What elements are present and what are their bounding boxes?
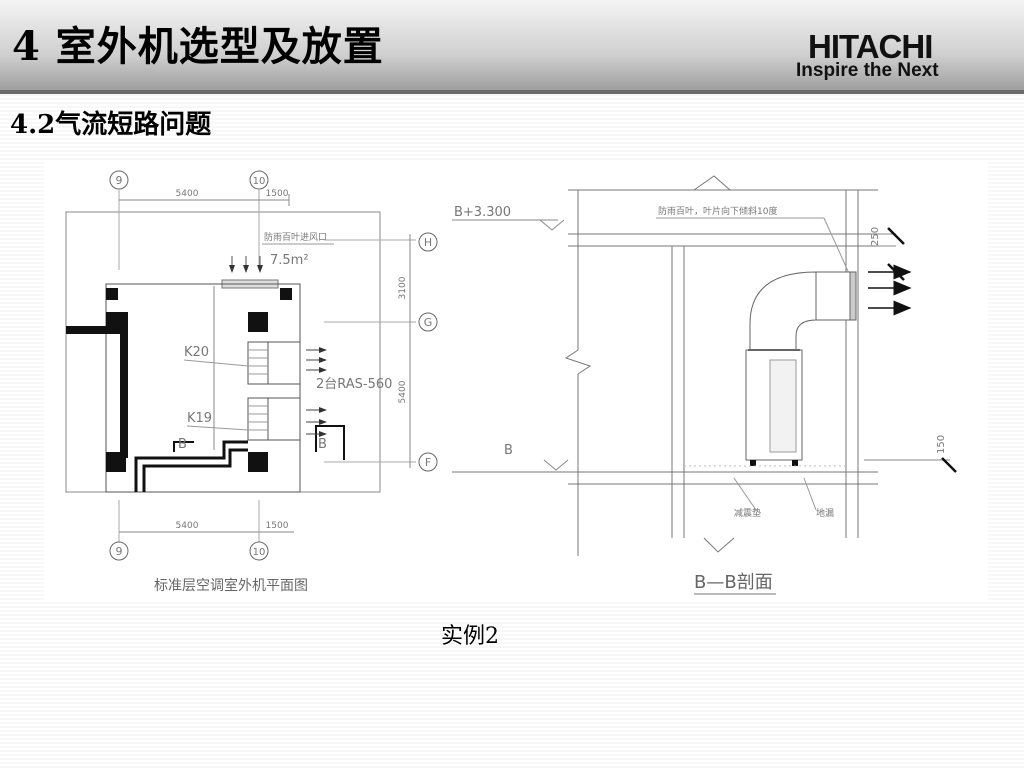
plan-view: 9 10 5400 1500 防雨百叶进风口 7.5m²	[65, 170, 438, 594]
louver-area-label: 7.5m²	[270, 253, 309, 268]
dim-150: 150	[936, 435, 947, 454]
section-title: B—B剖面	[694, 572, 773, 593]
louver-note: 防雨百叶，叶片向下倾斜10度	[658, 205, 777, 217]
column-6	[106, 312, 126, 332]
elevation-top: B+3.300	[454, 205, 511, 220]
louver-note-leader-2	[823, 217, 853, 281]
axis-bubble-h	[418, 232, 438, 252]
axis-bubble-f	[418, 452, 438, 472]
axis-label-h: H	[424, 236, 432, 249]
damper-leader	[733, 477, 757, 511]
drain-leader	[803, 477, 817, 511]
slide-title: 4 室外机选型及放置	[12, 23, 384, 70]
pipe-run-1	[134, 440, 248, 492]
room-outline	[105, 283, 301, 493]
axis-label-10-top: 10	[253, 176, 266, 187]
dim-250-tick-2	[887, 263, 905, 281]
unit-k19-label: K19	[187, 411, 212, 426]
axis-bubble-9-bottom	[109, 541, 129, 561]
figure-caption: 实例2	[441, 624, 499, 649]
bottom-break	[703, 537, 735, 553]
column-2	[280, 288, 292, 300]
section-elbow-duct	[749, 271, 817, 351]
brand-logo: HITACHI Inspire the Next	[796, 28, 1006, 84]
unit-k19-leader	[186, 425, 249, 431]
elevation-top-marker	[539, 219, 565, 231]
dim-right-upper: 3100	[398, 276, 408, 299]
unit-k19-fan	[247, 397, 269, 441]
dim-bottom-right: 1500	[266, 521, 289, 531]
dim-top-right: 1500	[266, 189, 289, 199]
dim-bottom-left: 5400	[176, 521, 199, 531]
elevation-bottom-marker	[543, 459, 569, 471]
axis-label-f: F	[425, 456, 431, 469]
column-5	[248, 312, 268, 332]
unit-model-label: 2台RAS-560	[316, 377, 392, 392]
section-unit-grille	[769, 359, 797, 453]
section-subtitle: 4.2气流短路问题	[10, 110, 212, 140]
duct-outlet	[815, 271, 855, 321]
dim-250: 250	[870, 227, 881, 246]
louver-inlet-label: 防雨百叶进风口	[264, 231, 327, 243]
damper-label: 减震垫	[734, 507, 761, 519]
dim-250-tick-1	[887, 227, 905, 245]
brand-tagline: Inspire the Next	[796, 60, 939, 81]
drain-label: 地漏	[816, 507, 834, 519]
top-break	[693, 175, 731, 191]
pipe-run-3	[315, 425, 345, 460]
unit-k20-label: K20	[184, 345, 209, 360]
outdoor-unit-k19	[247, 397, 301, 441]
column-1	[106, 288, 118, 300]
drawing-canvas: 9 10 5400 1500 防雨百叶进风口 7.5m²	[65, 170, 957, 595]
left-wall-break	[564, 349, 592, 375]
axis-bubble-10-bottom	[249, 541, 269, 561]
cad-drawing: 9 10 5400 1500 防雨百叶进风口 7.5m²	[44, 160, 988, 600]
dim-right-lower: 5400	[398, 380, 408, 403]
header-divider	[0, 90, 1024, 94]
section-mark-right: B	[318, 437, 327, 452]
section-mark-left: B	[178, 437, 187, 452]
unit-foot-right	[792, 460, 798, 466]
header-bar	[0, 0, 1024, 92]
pipe-run-2	[142, 448, 248, 492]
unit-k20-fan	[247, 341, 269, 385]
column-3	[106, 452, 126, 472]
dim-150-tick	[941, 457, 957, 473]
unit-foot-left	[750, 460, 756, 466]
axis-label-g: G	[424, 316, 433, 329]
thick-wall	[66, 312, 128, 458]
axis-label-9-bottom: 9	[116, 545, 123, 558]
plan-title: 标准层空调室外机平面图	[154, 577, 308, 594]
dim-top-left: 5400	[176, 189, 199, 199]
pipe-run-4	[173, 441, 194, 452]
column-4	[248, 452, 268, 472]
brand-name: HITACHI	[808, 28, 933, 65]
outlet-louver	[849, 271, 857, 321]
unit-k20-leader	[183, 359, 249, 367]
elevation-bottom: B	[504, 443, 513, 458]
axis-bubble-g	[418, 312, 438, 332]
outdoor-unit-k20	[247, 341, 301, 385]
section-view: B+3.300 B 防雨百叶，叶片向下倾斜10度	[452, 175, 957, 595]
axis-label-10-bottom: 10	[253, 547, 266, 558]
axis-label-9-top: 9	[116, 174, 123, 187]
